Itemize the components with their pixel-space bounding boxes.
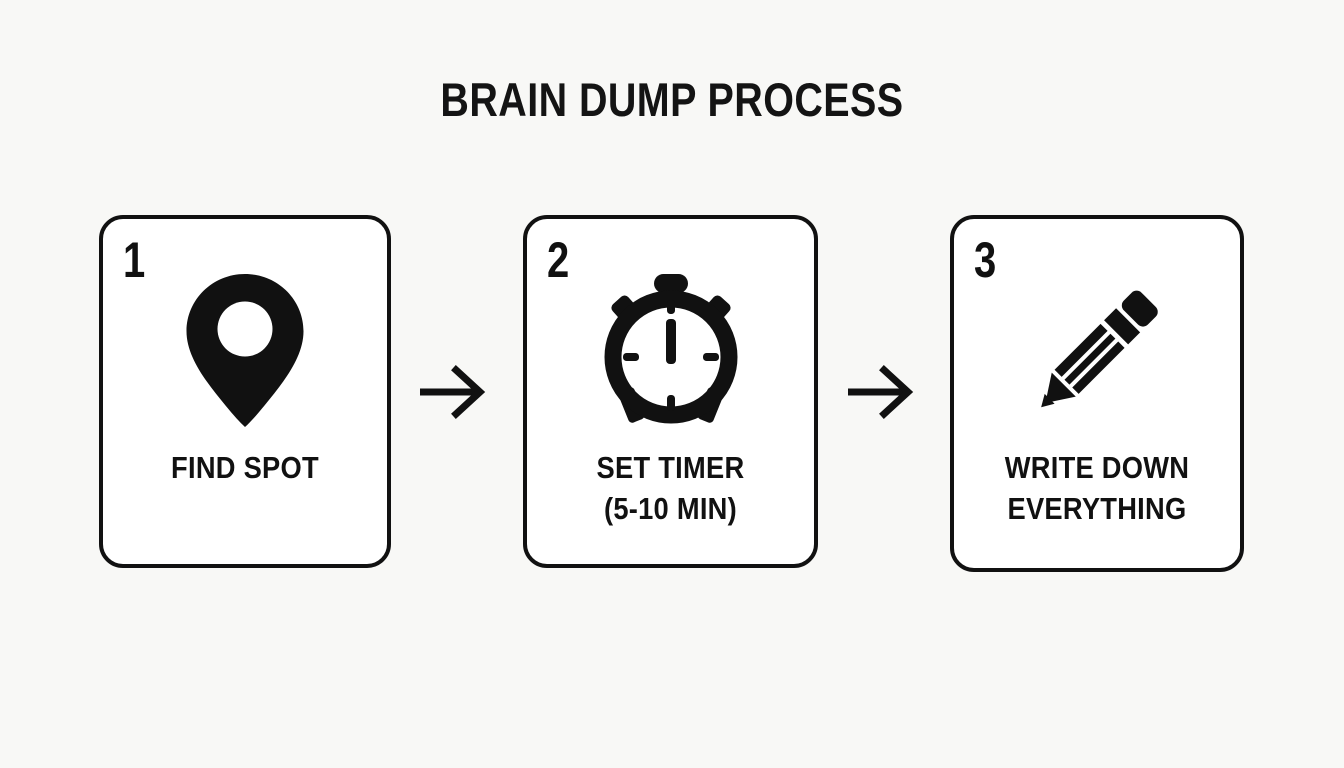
step-label-3-line-1: WRITE DOWN: [1004, 450, 1190, 485]
step-label-3: WRITE DOWN EVERYTHING: [960, 447, 1234, 529]
process-steps-row: 1 FIND SPOT 2: [0, 215, 1344, 575]
pencil-icon: [954, 267, 1240, 432]
step-card-1[interactable]: 1 FIND SPOT: [99, 215, 391, 568]
page-title: BRAIN DUMP PROCESS: [440, 73, 904, 126]
step-number-1: 1: [123, 232, 146, 288]
step-label-2: SET TIMER (5-10 MIN): [533, 447, 808, 529]
step-label-1-line-1: FIND SPOT: [171, 450, 319, 485]
arrow-right-icon-2: [848, 362, 918, 422]
map-pin-icon: [103, 267, 387, 432]
step-card-2[interactable]: 2: [523, 215, 818, 568]
alarm-timer-icon: [527, 267, 814, 432]
step-number-2: 2: [547, 232, 570, 288]
step-card-3[interactable]: 3: [950, 215, 1244, 572]
step-label-1: FIND SPOT: [109, 447, 381, 488]
step-label-2-line-1: SET TIMER: [596, 450, 745, 485]
arrow-right-icon-1: [420, 362, 490, 422]
step-label-3-line-2: EVERYTHING: [1007, 491, 1187, 526]
step-label-2-line-2: (5-10 MIN): [603, 491, 737, 526]
step-number-3: 3: [974, 232, 997, 288]
